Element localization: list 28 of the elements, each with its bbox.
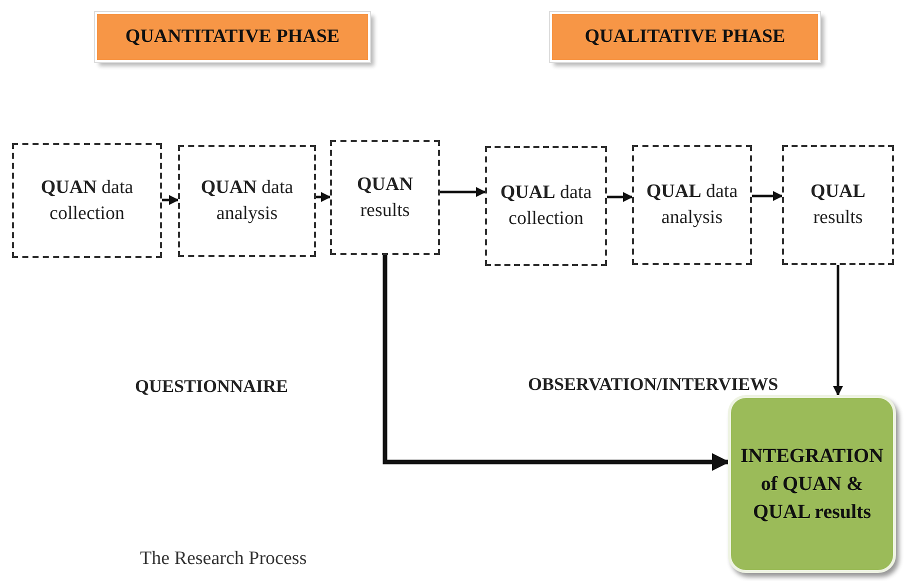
process-box bbox=[178, 145, 316, 257]
process-box bbox=[12, 143, 162, 258]
caption: The Research Process bbox=[140, 548, 307, 570]
process-box bbox=[330, 140, 440, 255]
arrow bbox=[833, 265, 843, 396]
node-text: QUAL data collection bbox=[499, 181, 593, 231]
process-box bbox=[782, 145, 894, 265]
arrow bbox=[316, 192, 331, 202]
phase-banner bbox=[550, 12, 820, 62]
text-label: OBSERVATION/INTERVIEWS bbox=[528, 374, 778, 395]
text-label: QUESTIONNAIRE bbox=[135, 376, 288, 397]
phase-banner bbox=[95, 12, 370, 62]
node-text: QUAN data analysis bbox=[200, 176, 294, 226]
node-text: QUAN results bbox=[356, 172, 414, 222]
node-text: QUALITATIVE PHASE bbox=[584, 26, 786, 48]
node-text: QUAL data analysis bbox=[645, 180, 739, 230]
arrow bbox=[607, 192, 633, 202]
arrow bbox=[382, 255, 730, 471]
node-text: QUAL results bbox=[810, 180, 866, 230]
node-text: QUAN data collection bbox=[40, 176, 134, 226]
process-box bbox=[485, 146, 607, 266]
process-box bbox=[632, 145, 752, 265]
node-text: QUANTITATIVE PHASE bbox=[125, 26, 340, 48]
integration-box bbox=[728, 395, 896, 573]
arrow bbox=[162, 195, 179, 205]
arrow bbox=[752, 191, 783, 201]
arrow bbox=[440, 187, 486, 197]
node-text: INTEGRATION of QUAN & QUAL results bbox=[740, 444, 884, 525]
